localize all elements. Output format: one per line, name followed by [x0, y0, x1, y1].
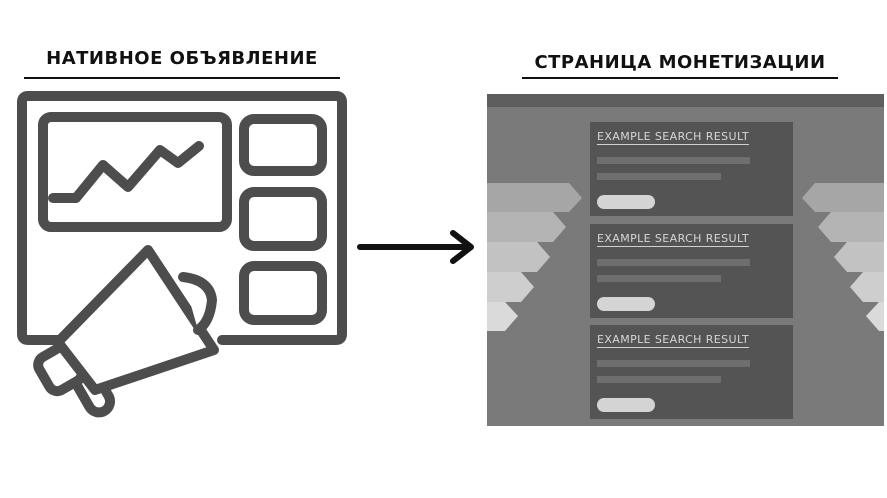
native-ad-heading: НАТИВНОЕ ОБЪЯВЛЕНИЕ	[46, 48, 318, 69]
search-result-title[interactable]: EXAMPLE SEARCH RESULT	[597, 333, 750, 348]
search-result-line	[597, 173, 721, 180]
search-result-button[interactable]	[597, 195, 655, 209]
monetization-page-heading: СТРАНИЦА МОНЕТИЗАЦИИ	[534, 52, 826, 73]
search-result-title[interactable]: EXAMPLE SEARCH RESULT	[597, 232, 750, 247]
search-result-title[interactable]: EXAMPLE SEARCH RESULT	[597, 130, 750, 145]
search-result-card[interactable]: EXAMPLE SEARCH RESULT	[590, 122, 793, 216]
page-top-bar	[487, 94, 884, 107]
search-result-card[interactable]: EXAMPLE SEARCH RESULT	[590, 325, 793, 419]
native-ad-megaphone-icon	[17, 91, 347, 418]
right-chevron	[802, 183, 884, 212]
right-chevron	[866, 302, 884, 331]
left-chevron	[487, 302, 518, 331]
search-result-line	[597, 275, 721, 282]
search-result-line	[597, 157, 750, 164]
search-result-line	[597, 376, 721, 383]
search-result-button[interactable]	[597, 297, 655, 311]
search-result-card[interactable]: EXAMPLE SEARCH RESULT	[590, 224, 793, 318]
native-ad-heading-underline	[24, 77, 340, 79]
right-chevron	[850, 272, 884, 302]
monetization-page-mock: EXAMPLE SEARCH RESULT EXAMPLE SEARCH RES…	[487, 94, 884, 426]
left-chevron	[487, 242, 550, 272]
arrow-right-icon	[357, 230, 474, 264]
monetization-page-heading-underline	[522, 77, 838, 79]
search-result-line	[597, 259, 750, 266]
left-chevron	[487, 183, 582, 212]
side-chevrons	[487, 183, 884, 331]
search-result-button[interactable]	[597, 398, 655, 412]
right-chevron	[834, 242, 884, 272]
search-result-line	[597, 360, 750, 367]
right-chevron	[818, 212, 884, 242]
left-chevron	[487, 212, 566, 242]
left-chevron	[487, 272, 534, 302]
